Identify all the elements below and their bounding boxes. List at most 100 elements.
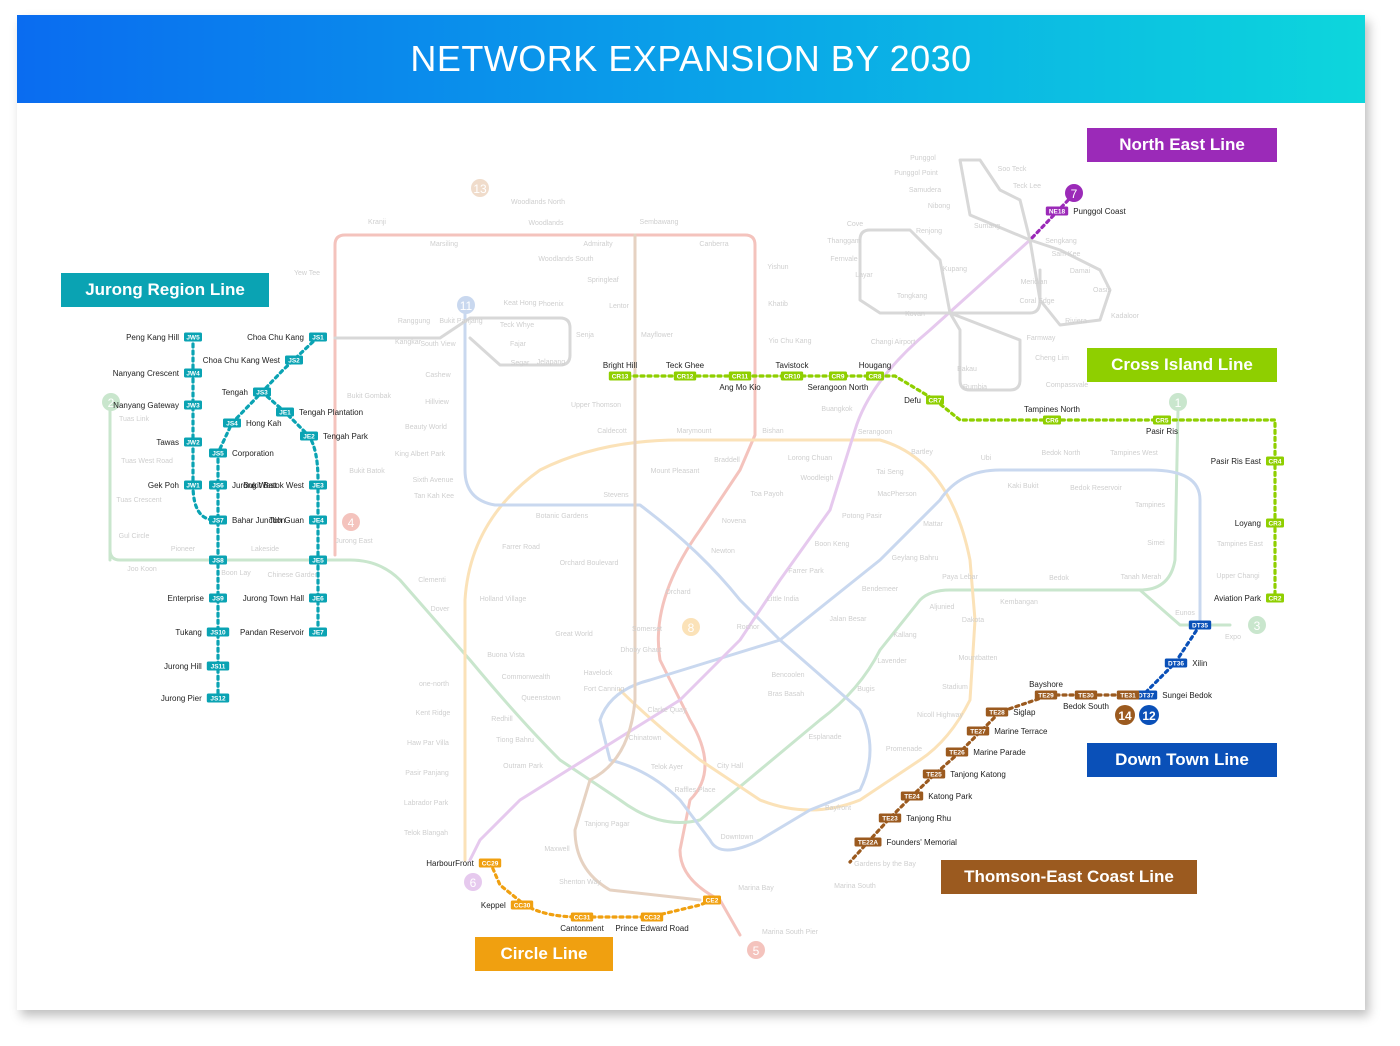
station-name: Bayshore [1029,680,1063,689]
ghost-station-label: Raffles Place [674,787,715,794]
station-name: Pasir Ris [1146,427,1178,436]
station-code: JS4 [226,421,238,428]
ghost-station-label: Woodleigh [801,475,834,482]
station-code: TE29 [1038,693,1054,700]
ghost-station-label: Bras Basah [768,691,804,698]
ghost-station-label: Kaki Bukit [1007,483,1038,490]
ghost-station-label: Farrer Road [502,544,540,551]
ghost-station-label: Labrador Park [404,800,449,807]
station-code-badge [1266,593,1284,603]
station-name: Gek Poh [148,481,179,490]
ghost-station-label: Sumang [974,223,1000,230]
ghost-station-label: Eunos [1175,610,1195,617]
ghost-badge-5-text: 5 [753,944,760,958]
ghost-station-label: Ubi [981,455,992,462]
ghost-station-label: Hillview [425,399,450,406]
station-code-badge [184,437,202,447]
ghost-station-label: Damai [1070,268,1091,275]
station-code-badge [866,371,884,381]
ghost-station-label: Ranggung [398,318,430,325]
ghost-line-brown [573,233,702,902]
ghost-station-label: Riviera [1065,318,1087,325]
ghost-station-label: Expo [1225,634,1241,641]
ghost-station-label: Punggol Point [894,170,938,177]
ghost-station-label: Woodlands North [511,199,565,206]
ghost-station-label: Braddell [714,457,740,464]
station-thomson: TE26 Marine Parade [945,747,1026,757]
ghost-station-label: Stadium [942,684,968,691]
ghost-station-label: Sengkang [1045,238,1077,245]
ghost-line-red [333,233,757,937]
ghost-station-label: Springleaf [587,277,619,284]
station-name: Loyang [1235,519,1261,528]
station-name: Keppel [481,901,506,910]
station-name: Tukang [175,628,201,637]
ghost-station-label: Coral Edge [1019,298,1054,305]
ghost-station-label: Changi Airport [871,339,915,346]
station-name: Marine Parade [973,748,1026,757]
ghost-station-label: Toa Payoh [750,491,783,498]
north-east-line-extension [1028,193,1075,242]
ghost-station-label: Kadaloor [1111,313,1140,320]
ghost-line-orange [463,438,977,862]
station-name: Pasir Ris East [1211,457,1262,466]
station-name: Bright Hill [603,361,637,370]
station-code-badge [1153,415,1171,425]
station-code-badge [854,837,882,847]
ghost-station-label: Serangoon [858,429,892,436]
station-code: CE2 [706,898,719,905]
station-name: Defu [904,396,921,405]
ghost-line-badges: 13 2 11 4 1 8 3 5 6 [102,179,1266,959]
station-name: Tawas [156,438,179,447]
ghost-station-label: Bakau [957,366,977,373]
station-name: Katong Park [928,792,973,801]
ghost-station-label: Tuas Link [119,416,150,423]
station-code: CR3 [1268,521,1281,528]
station-code: TE30 [1078,693,1094,700]
ghost-station-label: Mayflower [641,332,674,339]
ghost-station-label: City Hall [717,763,744,770]
station-name: Tavistock [776,361,810,370]
ghost-station-label: Farrer Park [788,568,824,575]
station-code: JE1 [279,410,291,417]
ghost-station-label: Bugis [857,686,875,693]
ghost-station-label: Upper Changi [1216,573,1260,580]
ghost-station-label: Marsiling [430,241,458,248]
ghost-station-label: Compassvale [1046,382,1089,389]
station-code: JW3 [186,403,200,410]
station-code: TE26 [949,750,965,757]
ghost-station-label: Esplanade [808,734,841,741]
ghost-station-label: Bencoolen [771,672,804,679]
ne-badge [1065,184,1083,202]
ghost-station-label: Holland Village [480,596,527,603]
ghost-station-label: Tuas West Road [121,458,173,465]
ghost-station-label: Bukit Gombak [347,393,391,400]
station-code: JS3 [256,390,268,397]
ghost-badge-11 [457,296,475,314]
ghost-station-label: Rumbia [963,384,987,391]
station-code-badge [510,900,534,910]
ghost-station-label: Mountbatten [959,655,998,662]
station-code-badge [253,387,271,397]
station-code: CR5 [1155,418,1168,425]
ghost-station-label: Aljunied [930,604,955,611]
station-code-badge [184,480,202,490]
ghost-station-label: Little India [767,596,799,603]
ghost-station-label: Paya Lebar [942,574,978,581]
station-code-badge [1164,658,1188,668]
ghost-station-label: Kranji [368,219,386,226]
station-code-badge [728,371,752,381]
station-code: JW4 [186,371,200,378]
station-code: CR4 [1268,459,1281,466]
ghost-station-label: Punggol [910,155,936,162]
